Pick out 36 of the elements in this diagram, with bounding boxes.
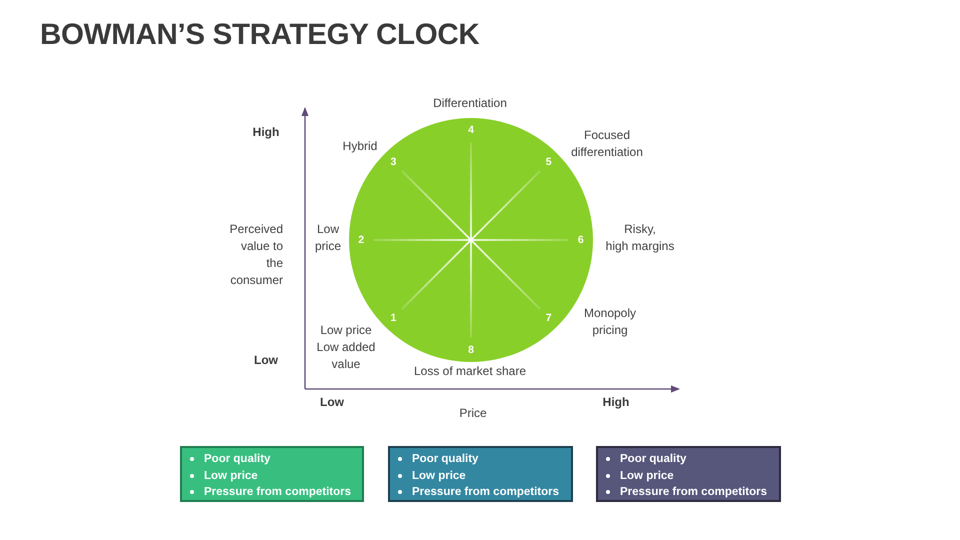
bullet-text: Low price — [412, 468, 466, 484]
axis-tick-label: Low — [319, 394, 345, 410]
position-number: 8 — [467, 344, 475, 356]
bullet-text: Pressure from competitors — [204, 485, 351, 500]
position-number: 3 — [389, 156, 398, 168]
strategy-label: Hybrid — [342, 138, 378, 154]
bullet-text: Pressure from competitors — [412, 485, 559, 500]
position-number: 7 — [544, 312, 553, 324]
bullet-list-card — [180, 446, 364, 502]
position-number: 5 — [544, 156, 553, 168]
axis-tick-label: High — [252, 124, 280, 140]
position-number: 1 — [389, 312, 398, 324]
strategy-label: Loss of market share — [412, 362, 528, 380]
bullet-list-card — [388, 446, 573, 502]
strategy-label: Low price — [314, 220, 342, 254]
bullet-text: Low price — [204, 468, 258, 484]
axis-tick-label: Low — [253, 352, 279, 368]
bullet-text: Pressure from competitors — [620, 485, 767, 500]
position-number: 2 — [357, 234, 366, 246]
bullet-list-card — [596, 446, 781, 502]
axis-title: Perceived value to the consumer — [228, 220, 283, 288]
strategy-label: Risky, high margins — [604, 220, 676, 254]
position-number: 4 — [467, 124, 475, 136]
strategy-label: Focused differentiation — [570, 126, 644, 160]
strategy-label: Low price — [319, 322, 373, 338]
bullet-text: Low price — [620, 468, 674, 484]
title: BOWMAN’S STRATEGY CLOCK — [40, 17, 480, 53]
strategy-label: Differentiation — [432, 94, 508, 112]
strategy-label: Monopoly pricing — [582, 304, 638, 338]
axis-title: Price — [458, 404, 488, 422]
axis-tick-label: High — [602, 394, 630, 410]
bullet-text: Poor quality — [204, 452, 270, 467]
bullet-text: Poor quality — [620, 452, 686, 467]
strategy-label: Low added value — [316, 338, 376, 372]
bullet-text: Poor quality — [412, 452, 478, 467]
position-number: 6 — [576, 234, 585, 246]
